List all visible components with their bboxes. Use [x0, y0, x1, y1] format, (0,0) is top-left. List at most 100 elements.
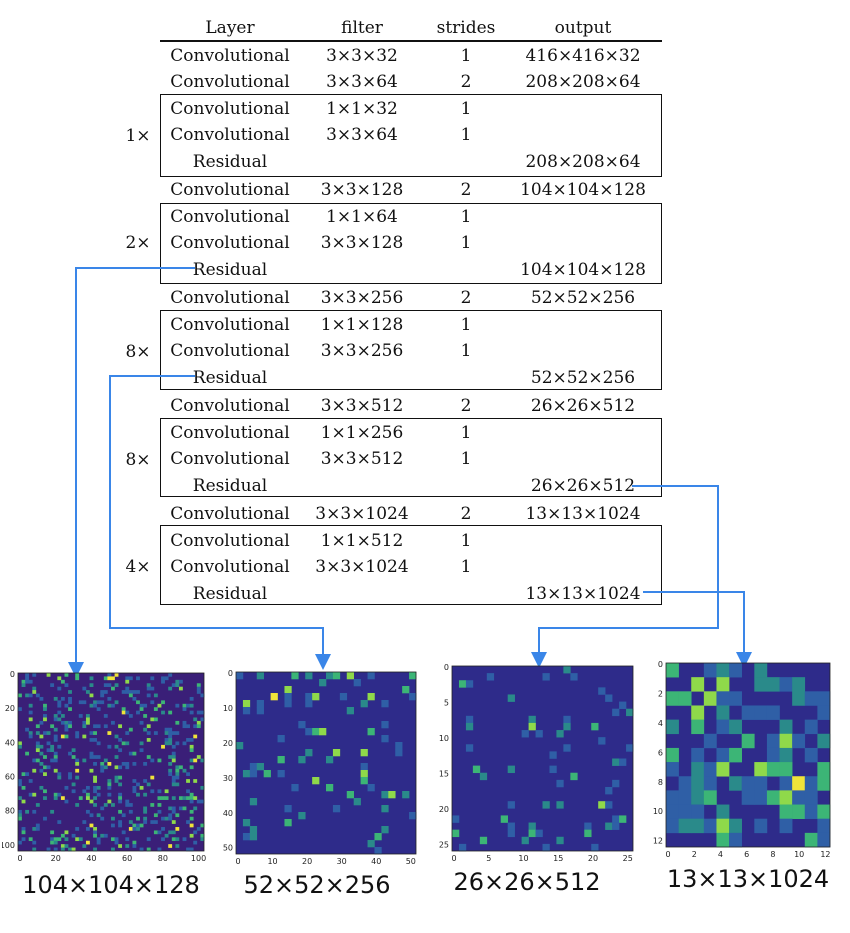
heatmap-cell: [175, 782, 180, 787]
heatmap-cell: [691, 677, 705, 692]
y-tick-label: 25: [439, 841, 449, 850]
heatmap-cell: [754, 818, 768, 834]
heatmap-cell: [291, 672, 299, 680]
heatmap-cell: [168, 673, 173, 677]
y-tick-label: 0: [228, 669, 233, 678]
heatmap-cell: [171, 744, 176, 749]
row-layer: Convolutional: [170, 46, 290, 66]
heatmap-cell: [402, 686, 410, 694]
heatmap-cell: [360, 763, 368, 771]
heatmap-cell: [39, 751, 44, 756]
heatmap-cell: [521, 836, 529, 845]
row-strides: 1: [460, 449, 472, 469]
heatmap-cell: [256, 707, 264, 715]
heatmap-cell: [161, 837, 165, 842]
heatmap-cell: [114, 837, 119, 842]
heatmap-cell: [64, 724, 69, 729]
row-filter: 1×1×512: [320, 531, 404, 551]
heatmap-cell: [21, 679, 26, 684]
heatmap-cell: [766, 762, 780, 777]
x-tick-label: 60: [122, 854, 132, 863]
heatmap-cell: [118, 775, 123, 780]
heatmap-cell: [175, 837, 180, 842]
heatmap-cell: [136, 792, 140, 797]
heatmap-cell: [139, 748, 144, 753]
heatmap-cell: [171, 755, 176, 759]
heatmap-cell: [507, 694, 515, 702]
heatmap-cell: [182, 720, 187, 725]
row-strides: 1: [460, 46, 472, 66]
heatmap-cell: [100, 690, 105, 694]
heatmap-cell: [766, 677, 780, 692]
heatmap-cell: [171, 779, 176, 783]
row-layer: Convolutional: [170, 233, 290, 253]
heatmap-cell: [367, 784, 375, 792]
heatmap-cell: [57, 775, 62, 780]
x-tick-label: 5: [486, 854, 491, 863]
y-tick-label: 2: [658, 689, 663, 698]
heatmap-cell: [53, 792, 58, 797]
heatmap-cell: [196, 710, 201, 715]
heatmap-cell: [89, 683, 94, 687]
heatmap-cell: [57, 772, 62, 776]
heatmap-cell: [128, 803, 133, 807]
heatmap-cell: [111, 837, 115, 842]
heatmap-cell: [792, 776, 806, 791]
heatmap-cell: [93, 731, 97, 735]
heatmap-cell: [18, 707, 22, 711]
heatmap-cell: [18, 813, 22, 818]
heatmap-cell: [46, 741, 51, 746]
heatmap-cell: [779, 762, 793, 777]
heatmap-cell: [277, 770, 285, 778]
heatmap-cell: [46, 765, 51, 770]
heatmap-cell: [150, 775, 155, 780]
heatmap-cell: [716, 705, 730, 720]
heatmap-cell: [584, 829, 592, 838]
heatmap-cell: [542, 673, 550, 681]
heatmap-cell: [50, 840, 55, 845]
heatmap-cell: [68, 772, 72, 776]
heatmap-cell: [21, 772, 26, 776]
row-output: 26×26×512: [530, 396, 636, 416]
y-tick-label: 5: [444, 699, 449, 708]
heatmap-cell: [200, 823, 205, 828]
heatmap-cell: [175, 731, 180, 735]
x-tick-label: 20: [588, 854, 598, 863]
heatmap-cell: [353, 798, 361, 806]
heatmap-cell: [703, 776, 717, 791]
row-filter: 3×3×128: [320, 233, 404, 253]
heatmap-cell: [666, 663, 679, 678]
heatmap-cell: [96, 700, 101, 705]
heatmap-cell: [157, 796, 162, 800]
heatmap-cell: [189, 847, 194, 852]
row-output: 104×104×128: [520, 260, 646, 280]
heatmap-cell: [157, 830, 162, 835]
heatmap-cell: [39, 768, 44, 773]
heatmap-cell: [678, 818, 692, 834]
heatmap-cell: [528, 715, 536, 724]
heatmap-cell: [93, 803, 97, 807]
heatmap-cell: [136, 710, 140, 715]
heatmap-background: [452, 666, 633, 851]
y-tick-label: 12: [653, 837, 663, 846]
heatmap-cell: [32, 686, 37, 691]
row-filter: 3×3×64: [326, 72, 398, 92]
heatmap-cell: [143, 816, 148, 821]
heatmap-cell: [114, 765, 119, 770]
x-tick-label: 0: [451, 854, 456, 863]
heatmap-cell: [118, 820, 123, 824]
heatmap-cell: [100, 806, 105, 811]
heatmap-cell: [388, 791, 396, 799]
heatmap-cell: [85, 714, 90, 718]
heatmap-cell: [43, 714, 47, 718]
heatmap-cell: [32, 827, 37, 831]
heatmap-cell: [754, 677, 768, 692]
heatmap-cell: [612, 815, 620, 823]
heatmap-cell: [64, 703, 69, 708]
heatmap-cell: [89, 676, 94, 681]
heatmap-cell: [82, 720, 87, 725]
heatmap-cell: [367, 728, 375, 736]
heatmap-cell: [53, 696, 58, 701]
heatmap-cell: [146, 724, 151, 729]
heatmap-cell: [186, 779, 190, 783]
